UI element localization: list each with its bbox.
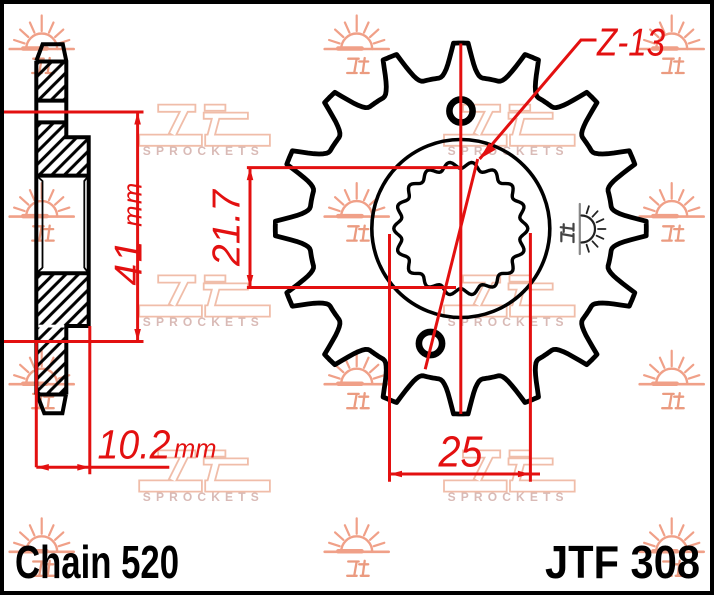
- svg-text:41 mm: 41 mm: [108, 181, 151, 285]
- svg-text:Z-13: Z-13: [596, 22, 665, 65]
- svg-text:mm: mm: [174, 436, 216, 464]
- svg-text:25: 25: [438, 428, 483, 477]
- svg-text:10.2: 10.2: [98, 422, 171, 468]
- svg-text:21.7: 21.7: [206, 189, 249, 267]
- svg-text:Chain 520: Chain 520: [15, 536, 179, 588]
- svg-text:JTF 308: JTF 308: [545, 536, 700, 588]
